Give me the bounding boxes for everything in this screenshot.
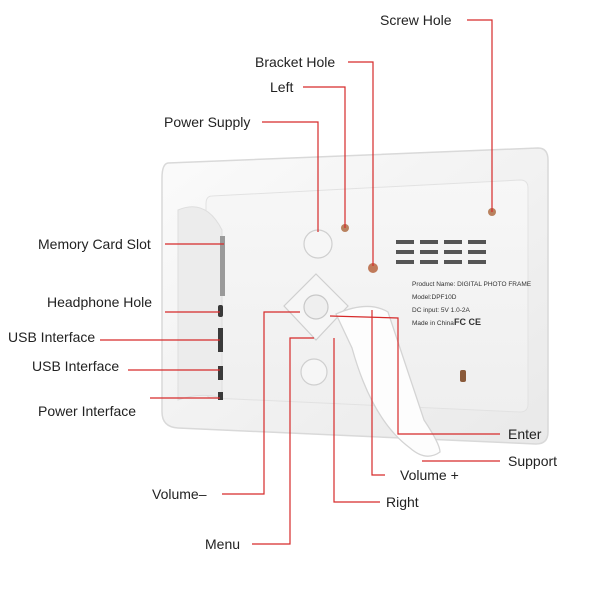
label-support: Support [508,453,557,469]
memory-card-slot [220,236,225,296]
photo-frame-back [161,147,549,445]
label-menu: Menu [205,536,240,552]
label-headphone-hole: Headphone Hole [47,294,152,310]
label-power-interface: Power Interface [38,403,136,419]
side-ports [218,236,225,400]
usb-port-1 [218,328,223,352]
callout-labels: Screw Hole Bracket Hole Left Power Suppl… [8,12,557,552]
leader-lines [100,19,500,545]
label-volume-plus: Volume + [400,467,459,483]
control-buttons [283,229,378,386]
menu-button[interactable] [300,358,328,386]
label-right: Right [386,494,419,510]
enter-button[interactable] [303,294,329,320]
label-usb-interface-1: USB Interface [8,329,95,345]
label-volume-minus: Volume– [152,486,207,502]
product-label-line2: Model:DPF10D [412,294,457,301]
headphone-port [218,305,223,317]
power-port [218,392,223,400]
label-memory-card-slot: Memory Card Slot [38,236,151,252]
bracket-hole [368,263,378,273]
support-stand [335,305,441,457]
product-label-line4: Made in China [412,320,454,327]
label-power-supply: Power Supply [164,114,250,130]
label-enter: Enter [508,426,542,442]
label-screw-hole: Screw Hole [380,12,452,28]
rear-slot [460,370,466,382]
label-left: Left [270,79,293,95]
product-label: Product Name: DIGITAL PHOTO FRAME Model:… [412,281,532,327]
usb-port-2 [218,366,223,380]
product-label-line1: Product Name: DIGITAL PHOTO FRAME [412,281,532,288]
certification-marks: FC CE [454,317,481,327]
label-usb-interface-2: USB Interface [32,358,119,374]
label-bracket-hole: Bracket Hole [255,54,335,70]
vent-grille [396,240,486,264]
product-label-line3: DC input: 5V 1.0-2A [412,307,470,314]
power-button[interactable] [303,229,333,259]
